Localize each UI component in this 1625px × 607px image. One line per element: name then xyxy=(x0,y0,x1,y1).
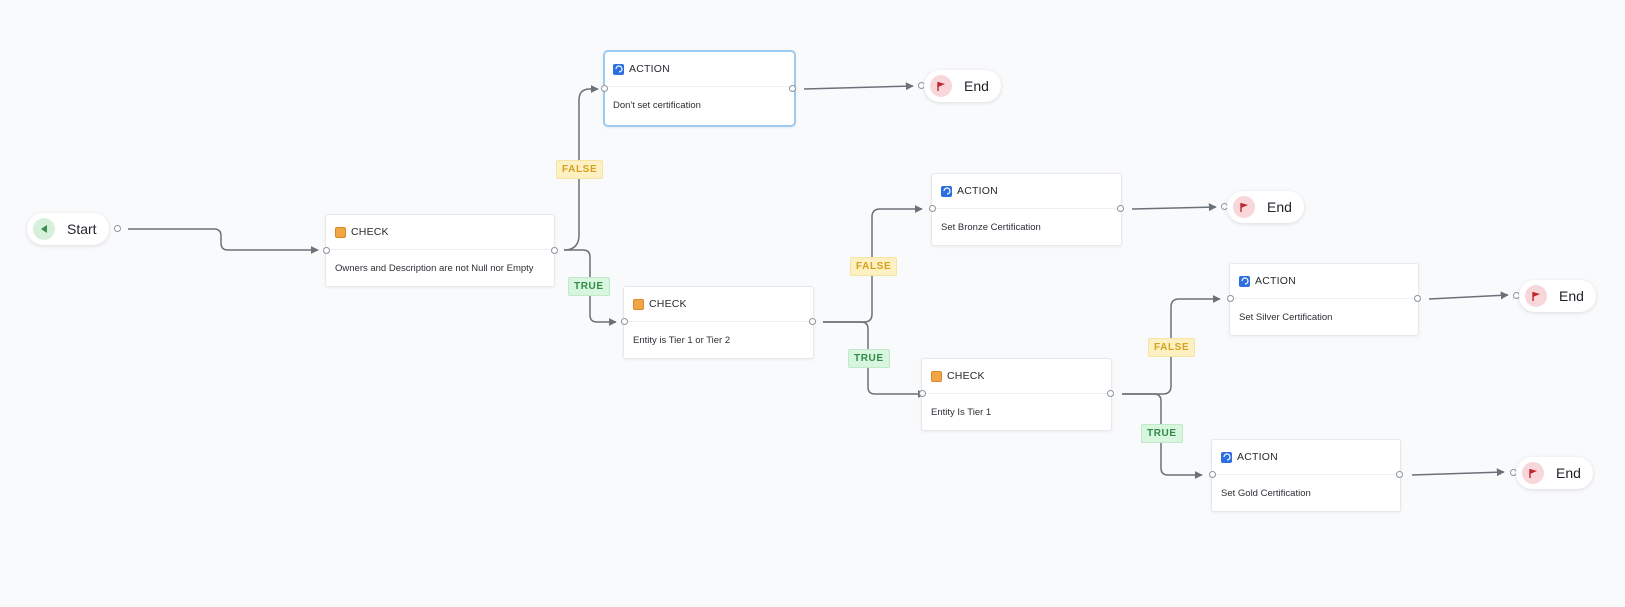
node-type-label: CHECK xyxy=(947,370,985,382)
node-type-label: CHECK xyxy=(351,226,389,238)
end-label: End xyxy=(964,78,989,94)
action2-output-port[interactable] xyxy=(1117,205,1124,212)
end-node[interactable]: End xyxy=(924,70,1001,102)
check-node-tier-1[interactable]: CHECK Entity Is Tier 1 xyxy=(921,358,1112,431)
true-branch-badge: TRUE xyxy=(1141,424,1183,443)
check1-output-port[interactable] xyxy=(551,247,558,254)
flag-icon xyxy=(1525,285,1547,307)
play-back-icon xyxy=(33,218,55,240)
start-node[interactable]: Start xyxy=(27,213,109,245)
check-icon xyxy=(931,370,942,382)
edge-start-check1 xyxy=(128,228,319,254)
false-branch-badge: FALSE xyxy=(1148,338,1196,357)
check1-input-port[interactable] xyxy=(323,247,330,254)
action2-input-port[interactable] xyxy=(929,205,936,212)
false-branch-badge: FALSE xyxy=(850,257,898,276)
start-label: Start xyxy=(67,221,97,237)
node-text: Set Gold Certification xyxy=(1221,487,1311,499)
action-node-dont-set-certification[interactable]: ACTION Don't set certification xyxy=(603,50,796,127)
flag-icon xyxy=(1233,196,1255,218)
end-node[interactable]: End xyxy=(1519,280,1596,312)
action1-output-port[interactable] xyxy=(789,85,796,92)
node-type-label: ACTION xyxy=(1237,451,1278,463)
check-node-owners-description[interactable]: CHECK Owners and Description are not Nul… xyxy=(325,214,555,287)
node-type-label: ACTION xyxy=(1255,275,1296,287)
check2-input-port[interactable] xyxy=(621,318,628,325)
end-label: End xyxy=(1556,465,1581,481)
node-text: Set Silver Certification xyxy=(1239,311,1333,323)
true-branch-badge: TRUE xyxy=(848,349,890,368)
check3-output-port[interactable] xyxy=(1107,390,1114,397)
end-label: End xyxy=(1559,288,1584,304)
edge-check1-false xyxy=(563,85,599,251)
flag-icon xyxy=(1522,462,1544,484)
action4-output-port[interactable] xyxy=(1396,471,1403,478)
true-branch-badge: TRUE xyxy=(568,277,610,296)
node-text: Don't set certification xyxy=(613,99,701,111)
action-icon xyxy=(1239,275,1250,287)
action3-output-port[interactable] xyxy=(1414,295,1421,302)
action-node-set-bronze[interactable]: ACTION Set Bronze Certification xyxy=(931,173,1122,246)
edge-action2-end xyxy=(1131,203,1217,212)
end-label: End xyxy=(1267,199,1292,215)
action-icon xyxy=(613,63,624,75)
edge-action4-end xyxy=(1411,468,1505,477)
action-icon xyxy=(1221,451,1232,463)
check-node-tier-1-or-2[interactable]: CHECK Entity is Tier 1 or Tier 2 xyxy=(623,286,814,359)
action-node-set-silver[interactable]: ACTION Set Silver Certification xyxy=(1229,263,1419,336)
node-text: Entity Is Tier 1 xyxy=(931,406,992,418)
flag-icon xyxy=(930,75,952,97)
false-branch-badge: FALSE xyxy=(556,160,604,179)
node-text: Owners and Description are not Null nor … xyxy=(335,262,534,274)
check-icon xyxy=(335,226,346,238)
edge-action1-end xyxy=(803,82,914,91)
node-type-label: ACTION xyxy=(629,63,670,75)
node-text: Entity is Tier 1 or Tier 2 xyxy=(633,334,731,346)
start-output-port[interactable] xyxy=(114,225,121,232)
action-node-set-gold[interactable]: ACTION Set Gold Certification xyxy=(1211,439,1401,512)
check2-output-port[interactable] xyxy=(809,318,816,325)
action1-input-port[interactable] xyxy=(601,85,608,92)
edge-action3-end xyxy=(1428,291,1509,300)
end-node[interactable]: End xyxy=(1227,191,1304,223)
node-type-label: ACTION xyxy=(957,185,998,197)
action-icon xyxy=(941,185,952,197)
check-icon xyxy=(633,298,644,310)
check3-input-port[interactable] xyxy=(919,390,926,397)
action4-input-port[interactable] xyxy=(1209,471,1216,478)
node-type-label: CHECK xyxy=(649,298,687,310)
node-text: Set Bronze Certification xyxy=(941,221,1041,233)
end-node[interactable]: End xyxy=(1516,457,1593,489)
action3-input-port[interactable] xyxy=(1227,295,1234,302)
